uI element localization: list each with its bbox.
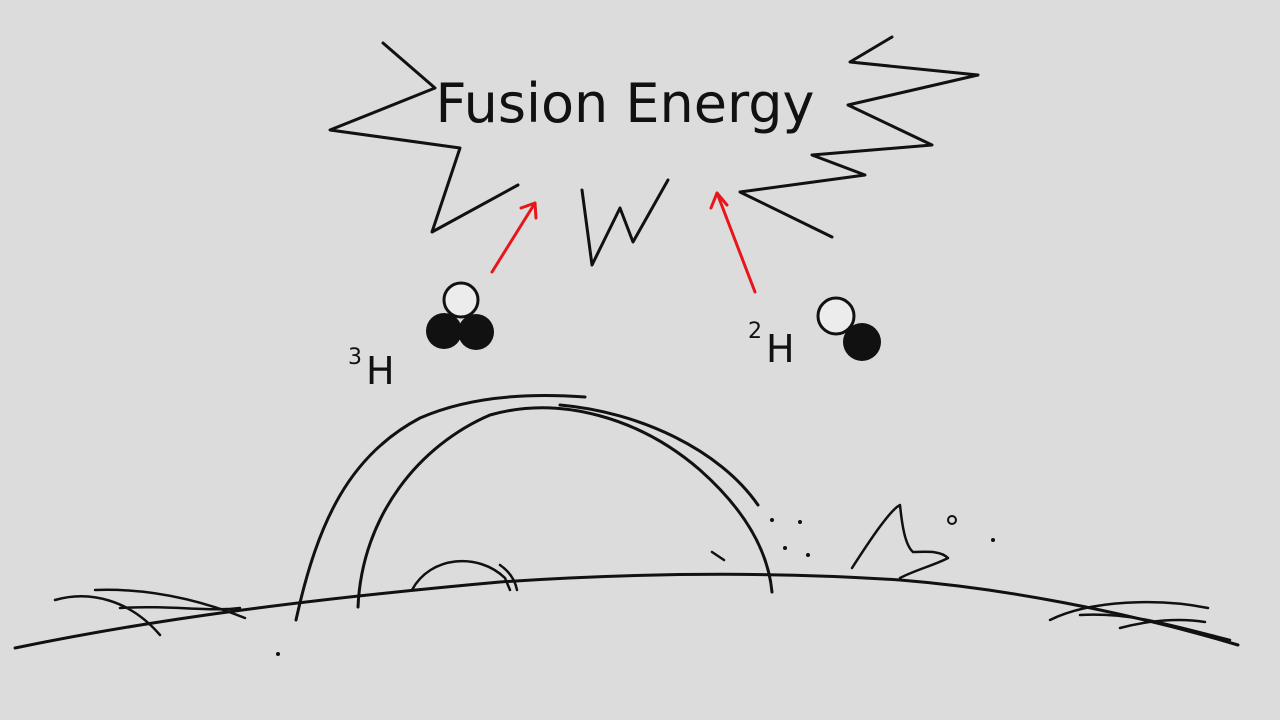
deuterium-label: 2 H xyxy=(748,319,795,371)
deuterium-nucleus xyxy=(816,296,881,361)
proton xyxy=(816,296,856,336)
small-figure xyxy=(850,503,950,580)
dome-outer xyxy=(294,394,587,622)
neutron xyxy=(843,323,881,361)
dome-inner xyxy=(356,406,774,609)
burst-center-w xyxy=(580,178,670,267)
ground-scribble-right xyxy=(1048,600,1232,642)
small-dome xyxy=(410,559,512,592)
proton xyxy=(442,281,480,319)
tritium-label: 3 H xyxy=(348,345,395,393)
right-arrow xyxy=(709,191,757,294)
debris-figure xyxy=(710,503,995,580)
burst-right xyxy=(738,35,980,239)
tritium-mass-number: 3 xyxy=(348,345,362,370)
diagram-title: Fusion Energy xyxy=(436,72,815,135)
tritium-symbol: H xyxy=(366,349,395,393)
ground-line xyxy=(13,572,1240,650)
burst-left xyxy=(328,41,520,234)
ground xyxy=(13,572,1240,656)
neutron xyxy=(426,313,462,349)
neutron xyxy=(458,314,494,350)
tritium-nucleus xyxy=(426,281,494,350)
energy-burst xyxy=(328,35,980,267)
reactor-dome xyxy=(294,394,774,622)
ground-scribble-left xyxy=(53,588,247,637)
dome-outer-right xyxy=(558,403,760,507)
deuterium-mass-number: 2 xyxy=(748,319,762,344)
left-arrow xyxy=(490,201,538,274)
deuterium-symbol: H xyxy=(766,327,795,371)
